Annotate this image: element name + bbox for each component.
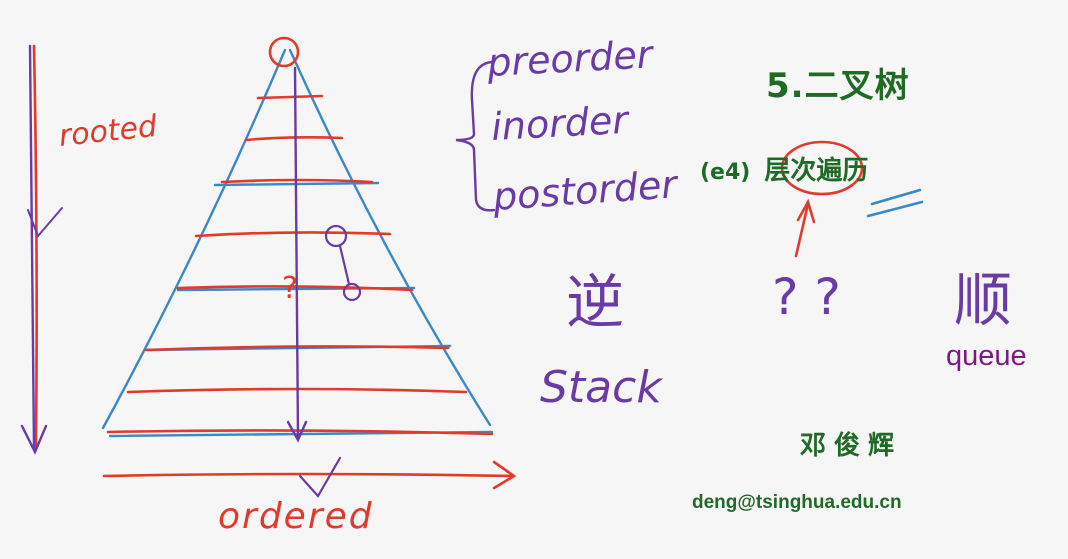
- rooted-arrow: [20, 44, 63, 455]
- preorder-label: preorder: [485, 32, 656, 85]
- inorder-label: inorder: [490, 98, 631, 149]
- root-node-circle: [268, 36, 300, 68]
- author-email: deng@tsinghua.edu.cn: [692, 492, 902, 513]
- subtitle-code: (e4): [700, 160, 751, 185]
- ordered-arrow: [102, 460, 517, 490]
- ordered-label: ordered: [218, 496, 374, 537]
- double-underline: [866, 188, 924, 218]
- tree-center-arrow: [286, 66, 308, 443]
- subtitle-text: 层次遍历: [764, 156, 869, 186]
- rooted-label: rooted: [57, 109, 159, 154]
- ordered-check-mark: [298, 456, 342, 498]
- postorder-label: postorder: [491, 162, 681, 219]
- traversal-brace: [455, 60, 496, 212]
- reverse-label: 逆: [566, 268, 624, 336]
- author-name: 邓俊辉: [800, 431, 903, 461]
- question-label: ? ?: [772, 268, 841, 326]
- tree-level-lines: [106, 94, 494, 436]
- forward-label: 顺: [954, 266, 1012, 334]
- slide-title: 5.二叉树: [766, 66, 910, 106]
- linked-nodes: [324, 224, 362, 302]
- slide-subtitle: (e4) 层次遍历: [700, 150, 868, 187]
- tree-question-mark: ?: [282, 271, 298, 306]
- highlight-circle: [780, 140, 864, 196]
- highlight-arrow: [794, 198, 816, 258]
- queue-label: queue: [946, 340, 1027, 372]
- stack-label: Stack: [540, 362, 663, 413]
